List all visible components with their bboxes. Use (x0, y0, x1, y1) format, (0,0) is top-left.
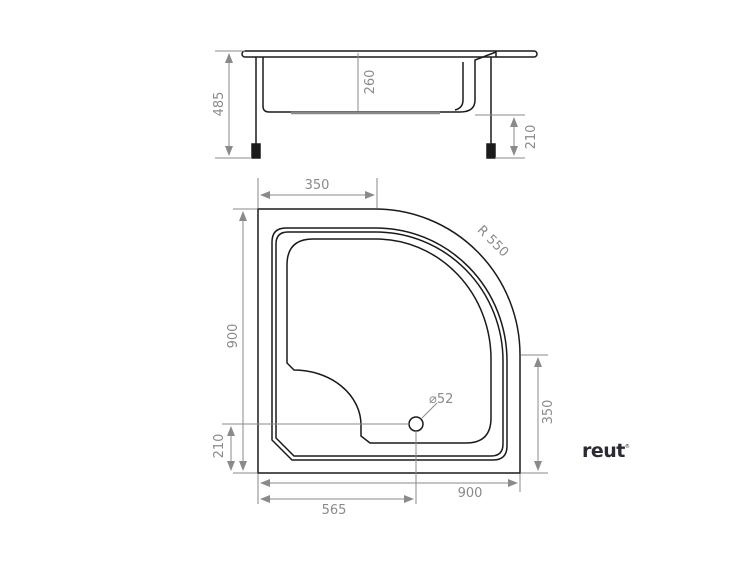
side-dimensions (215, 50, 525, 159)
side-view (241, 50, 538, 159)
rim-inner (275, 231, 504, 457)
dim-seat-width: 350 (305, 178, 330, 193)
logo-mark: ® (624, 444, 630, 450)
dim-leg-height: 210 (524, 125, 539, 150)
dim-drain-offset-y: 210 (212, 434, 227, 459)
plan-view (257, 208, 521, 474)
plan-dimensions (222, 178, 548, 504)
drain (408, 416, 424, 432)
dim-width: 900 (458, 486, 483, 501)
dim-drain-offset-x: 565 (322, 503, 347, 518)
dim-depth: 260 (363, 70, 378, 95)
foot-left (251, 143, 261, 159)
basin (286, 238, 492, 444)
dim-drain-diameter: ⌀52 (429, 392, 453, 407)
reut-logo: reut® (582, 440, 630, 462)
logo-text: reut (582, 440, 625, 462)
dim-right-straight: 350 (541, 400, 556, 425)
foot-right (486, 143, 496, 159)
rim-outer (271, 227, 508, 461)
tray-body (262, 50, 497, 113)
dim-length: 900 (226, 324, 241, 349)
tray-wall-inner (454, 62, 464, 111)
tray-outline (257, 208, 521, 474)
dim-total-height: 485 (212, 92, 227, 117)
tray-rim (241, 50, 538, 58)
